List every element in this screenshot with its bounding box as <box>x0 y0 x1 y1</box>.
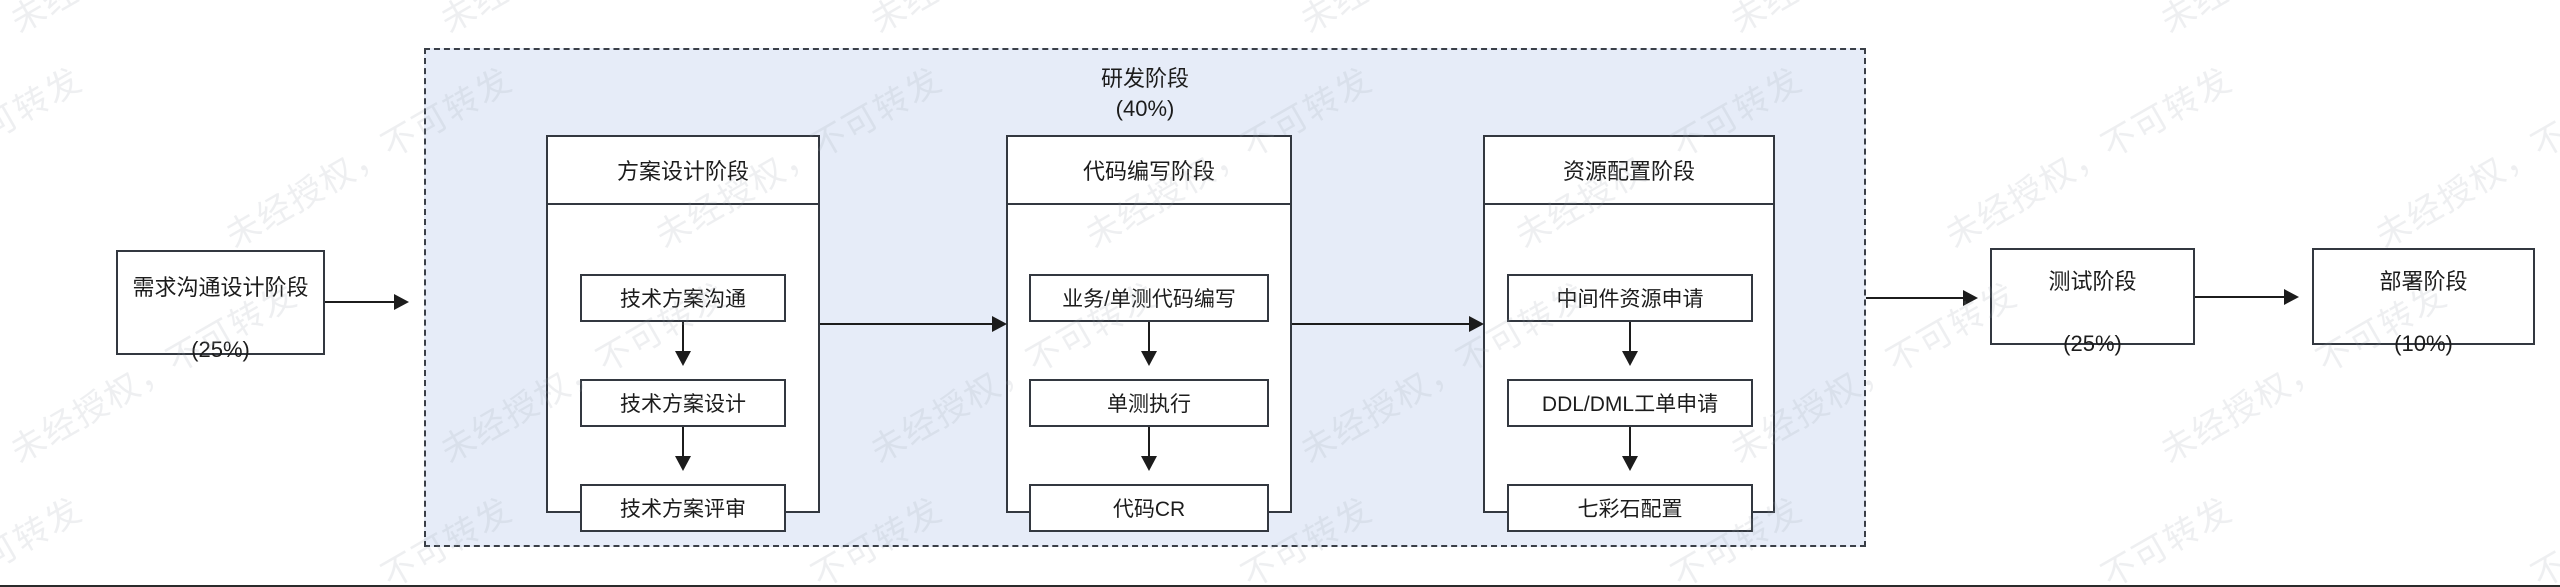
dev-phase-title: 研发阶段 (40%) <box>426 64 1864 124</box>
watermark-text: 未经授权，不可转发 <box>0 0 305 42</box>
watermark-text: 未经授权，不可转发 <box>1935 483 2240 587</box>
stage-deploy-label: 部署阶段 <box>2379 268 2468 294</box>
watermark-text: 未经授权，不可转发 <box>0 60 90 256</box>
group-panel-code-writing: 代码编写阶段 业务/单测代码编写 单测执行 代码CR <box>1006 135 1292 532</box>
watermark-text: 未经授权，不可转发 <box>430 0 735 42</box>
group-header-solution-design: 方案设计阶段 <box>548 137 818 205</box>
dev-phase-label: 研发阶段 <box>1100 66 1189 91</box>
arrow-resource-config-1-2 <box>1622 322 1638 366</box>
group-panel-solution-design: 方案设计阶段 技术方案沟通 技术方案设计 技术方案评审 <box>546 135 820 532</box>
stage-requirement-percent: (25%) <box>191 336 250 362</box>
step-resource-config-3[interactable]: 七彩石配置 <box>1507 484 1753 532</box>
arrow-dev-to-test <box>1866 290 1978 306</box>
arrow-code-writing-to-resource-config <box>1292 316 1484 332</box>
watermark-text: 未经授权，不可转发 <box>2150 0 2455 42</box>
step-solution-design-3[interactable]: 技术方案评审 <box>580 484 786 532</box>
stage-deploy-percent: (10%) <box>2394 330 2453 356</box>
stage-test-label: 测试阶段 <box>2048 268 2137 294</box>
group-body-solution-design: 技术方案沟通 技术方案设计 技术方案评审 <box>548 205 818 532</box>
watermark-text: 未经授权，不可转发 <box>2369 60 2560 256</box>
stage-box-deploy[interactable]: 部署阶段 (10%) <box>2312 248 2535 356</box>
watermark-text: 未经授权，不可转发 <box>1290 0 1595 42</box>
step-code-writing-3[interactable]: 代码CR <box>1029 484 1269 532</box>
stage-test-percent: (25%) <box>2063 330 2122 356</box>
watermark-text: 未经授权，不可转发 <box>2365 483 2560 587</box>
bottom-divider <box>0 585 2560 587</box>
step-resource-config-2[interactable]: DDL/DML工单申请 <box>1507 379 1753 427</box>
stage-requirement-label: 需求沟通设计阶段 <box>132 274 309 300</box>
watermark-text: 未经授权，不可转发 <box>0 483 90 587</box>
stage-box-test[interactable]: 测试阶段 (25%) <box>1990 248 2195 356</box>
group-panel-resource-config: 资源配置阶段 中间件资源申请 DDL/DML工单申请 七彩石配置 <box>1483 135 1775 532</box>
arrow-requirement-to-dev <box>325 294 409 310</box>
watermark-text: 未经授权，不可转发 <box>1939 60 2240 256</box>
arrow-solution-design-2-3 <box>675 427 691 471</box>
group-header-code-writing: 代码编写阶段 <box>1008 137 1290 205</box>
group-body-code-writing: 业务/单测代码编写 单测执行 代码CR <box>1008 205 1290 532</box>
step-code-writing-2[interactable]: 单测执行 <box>1029 379 1269 427</box>
step-solution-design-1[interactable]: 技术方案沟通 <box>580 274 786 322</box>
arrow-solution-design-1-2 <box>675 322 691 366</box>
arrow-test-to-deploy <box>2195 289 2299 305</box>
dev-phase-percent: (40%) <box>1115 96 1175 121</box>
step-resource-config-1[interactable]: 中间件资源申请 <box>1507 274 1753 322</box>
arrow-code-writing-2-3 <box>1141 427 1157 471</box>
arrow-resource-config-2-3 <box>1622 427 1638 471</box>
step-solution-design-2[interactable]: 技术方案设计 <box>580 379 786 427</box>
watermark-text: 未经授权，不可转发 <box>860 0 1165 42</box>
arrow-code-writing-1-2 <box>1141 322 1157 366</box>
watermark-text: 未经授权，不可转发 <box>1720 0 2025 42</box>
step-code-writing-1[interactable]: 业务/单测代码编写 <box>1029 274 1269 322</box>
group-body-resource-config: 中间件资源申请 DDL/DML工单申请 七彩石配置 <box>1485 205 1773 532</box>
arrow-solution-design-to-code-writing <box>820 316 1007 332</box>
stage-box-requirement[interactable]: 需求沟通设计阶段 (25%) <box>116 250 325 362</box>
group-header-resource-config: 资源配置阶段 <box>1485 137 1773 205</box>
